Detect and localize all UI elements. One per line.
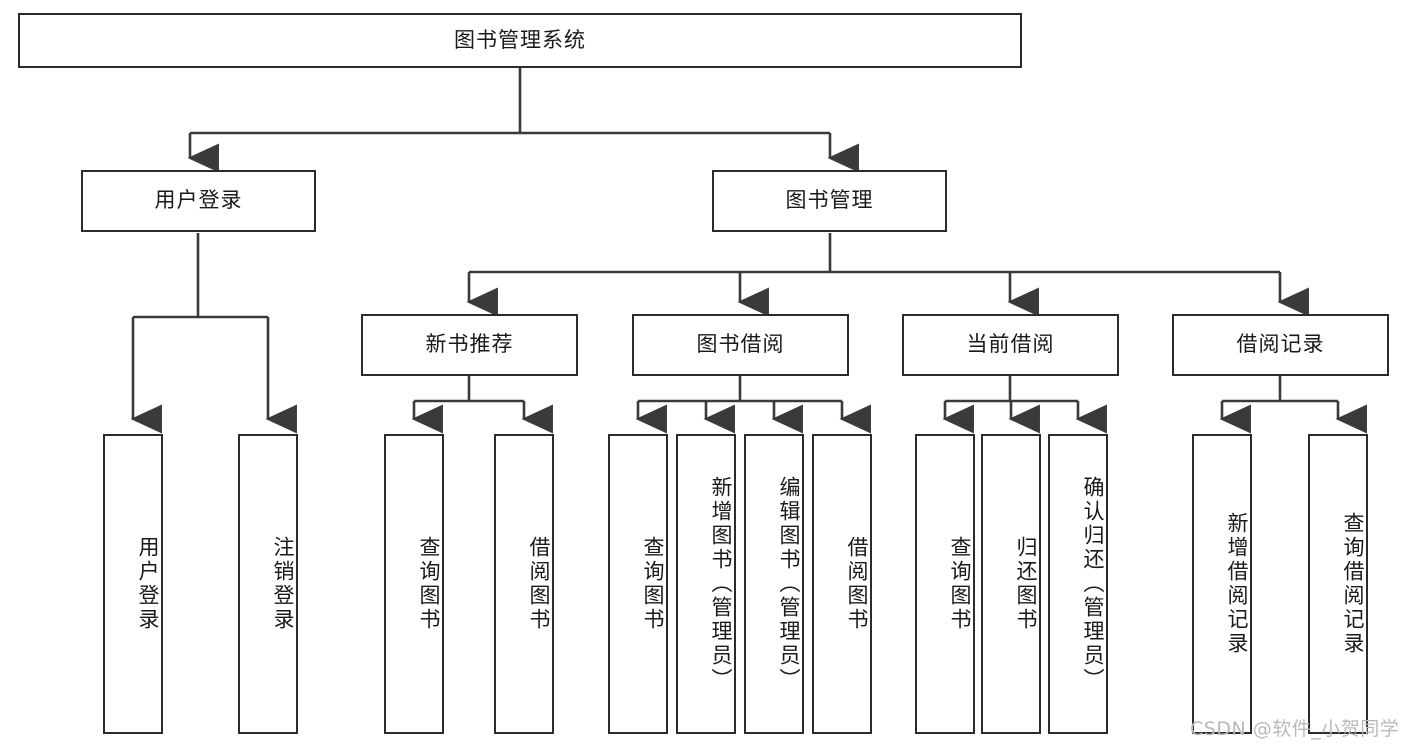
node-label: 当前借阅 bbox=[966, 332, 1055, 357]
leaf-record-query-borrow-record[interactable]: 查询借阅记录 bbox=[1308, 434, 1368, 734]
node-label: 新增借阅记录 bbox=[1225, 512, 1249, 656]
node-label: 借阅记录 bbox=[1236, 332, 1325, 357]
node-label: 新书推荐 bbox=[425, 332, 514, 357]
node-borrow-record[interactable]: 借阅记录 bbox=[1172, 314, 1389, 376]
node-label: 查询图书 bbox=[948, 536, 972, 632]
leaf-current-confirm-return-admin[interactable]: 确认归还（管理员） bbox=[1048, 434, 1108, 734]
node-label: 编辑图书（管理员） bbox=[777, 476, 801, 692]
node-label: 图书管理系统 bbox=[454, 27, 586, 52]
leaf-current-return-book[interactable]: 归还图书 bbox=[981, 434, 1041, 734]
leaf-borrow-add-book-admin[interactable]: 新增图书（管理员） bbox=[676, 434, 736, 734]
leaf-user-logout[interactable]: 注销登录 bbox=[238, 434, 298, 734]
node-label: 图书管理 bbox=[785, 188, 874, 213]
node-label: 查询借阅记录 bbox=[1341, 512, 1365, 656]
node-current-borrow[interactable]: 当前借阅 bbox=[902, 314, 1119, 376]
csdn-watermark: CSDN @软件_小贺同学 bbox=[1190, 718, 1400, 740]
node-root-system[interactable]: 图书管理系统 bbox=[18, 13, 1022, 68]
node-label: 新增图书（管理员） bbox=[709, 476, 733, 692]
leaf-user-login[interactable]: 用户登录 bbox=[103, 434, 163, 734]
leaf-current-query-book[interactable]: 查询图书 bbox=[915, 434, 975, 734]
leaf-record-add-borrow-record[interactable]: 新增借阅记录 bbox=[1192, 434, 1252, 734]
node-book-borrow[interactable]: 图书借阅 bbox=[632, 314, 849, 376]
node-book-management[interactable]: 图书管理 bbox=[712, 170, 947, 232]
node-label: 查询图书 bbox=[641, 536, 665, 632]
leaf-recommend-borrow-book[interactable]: 借阅图书 bbox=[494, 434, 554, 734]
leaf-borrow-query-book[interactable]: 查询图书 bbox=[608, 434, 668, 734]
node-label: 借阅图书 bbox=[527, 536, 551, 632]
node-user-login[interactable]: 用户登录 bbox=[81, 170, 316, 232]
leaf-recommend-query-book[interactable]: 查询图书 bbox=[384, 434, 444, 734]
node-label: 归还图书 bbox=[1014, 536, 1038, 632]
node-label: 借阅图书 bbox=[845, 536, 869, 632]
node-label: 查询图书 bbox=[417, 536, 441, 632]
leaf-borrow-edit-book-admin[interactable]: 编辑图书（管理员） bbox=[744, 434, 804, 734]
node-label: 图书借阅 bbox=[696, 332, 785, 357]
node-label: 确认归还（管理员） bbox=[1081, 476, 1105, 692]
leaf-borrow-borrow-book[interactable]: 借阅图书 bbox=[812, 434, 872, 734]
node-label: 用户登录 bbox=[136, 536, 160, 632]
node-label: 注销登录 bbox=[271, 536, 295, 632]
node-label: 用户登录 bbox=[154, 188, 243, 213]
node-new-book-recommend[interactable]: 新书推荐 bbox=[361, 314, 578, 376]
